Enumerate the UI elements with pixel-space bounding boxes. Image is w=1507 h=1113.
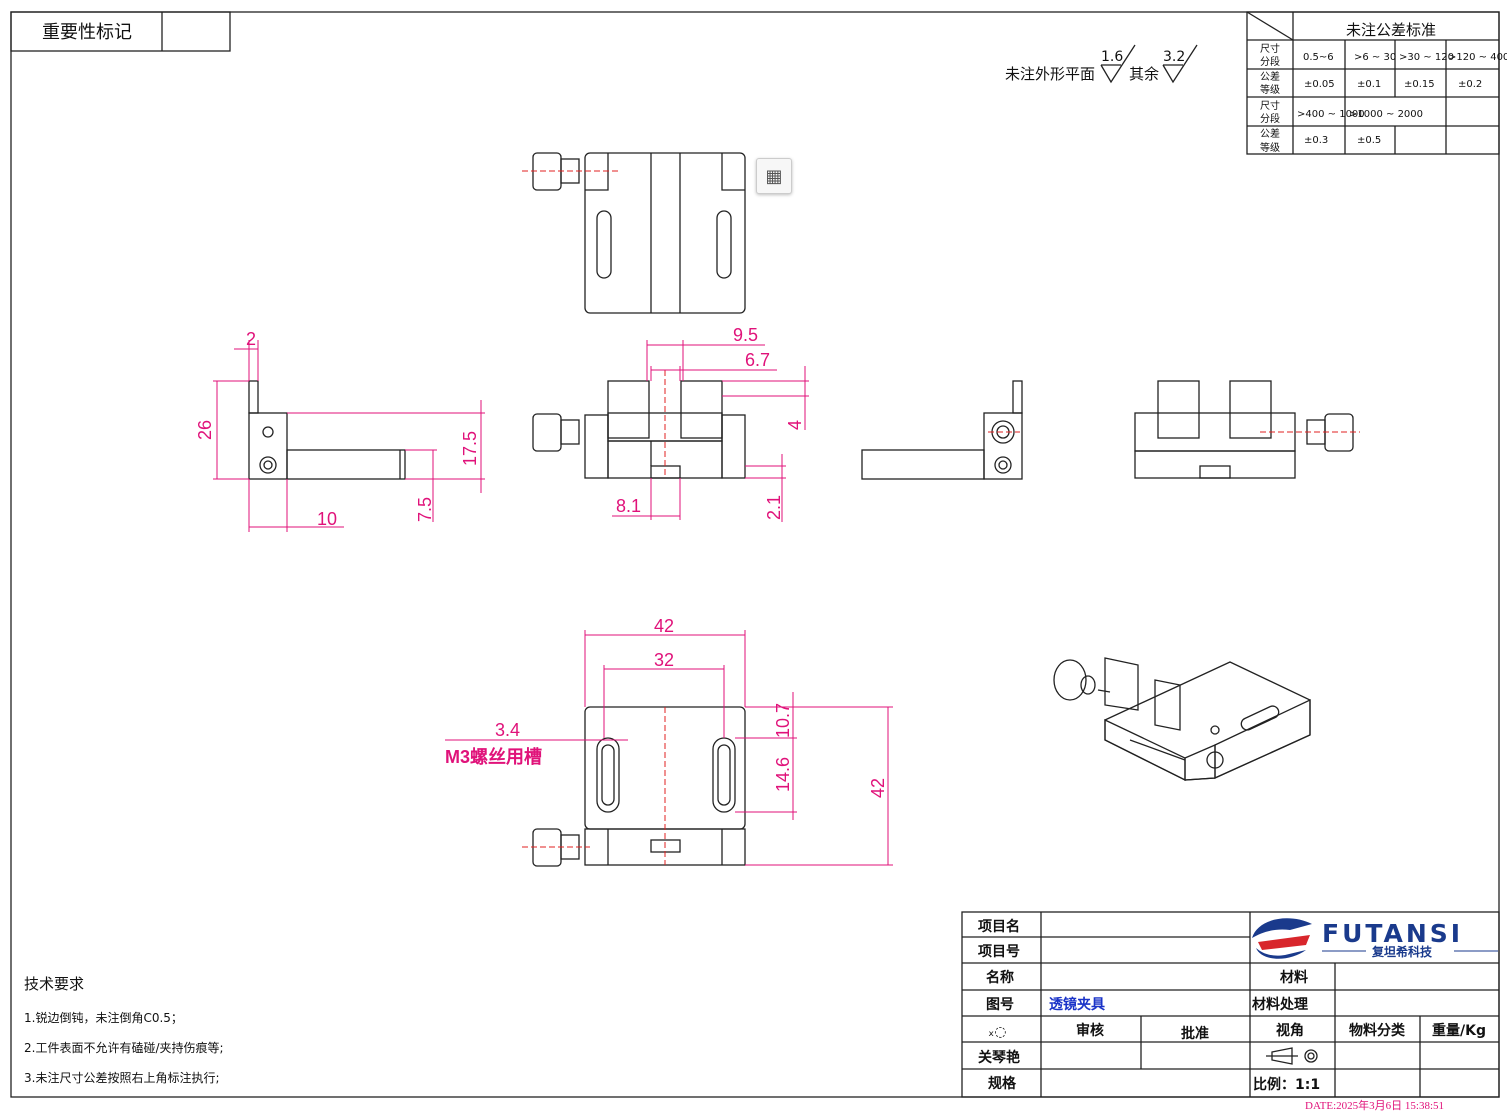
table-cell: >1000 ~ 2000	[1349, 109, 1423, 120]
row-label: 等级	[1260, 141, 1280, 154]
dim-32: 32	[654, 650, 674, 670]
title-block: 项目名 项目号 名称 图号 透镜夹具 ₓ◌ 审核 批准 关琴艳 规格 材料 材料…	[961, 911, 1500, 1098]
treatment-label: 材料处理	[1252, 996, 1308, 1013]
drawing-no-label: 图号	[986, 997, 1014, 1013]
plan-view: 42 32 3.4 M3螺丝用槽 10.7 14.6 42	[445, 616, 893, 867]
edit-icon: ₓ◌	[988, 1024, 1006, 1040]
surface-note-prefix: 未注外形平面	[1005, 65, 1095, 83]
table-cell: ±0.3	[1304, 135, 1328, 146]
table-cell: ±0.5	[1357, 135, 1381, 146]
table-cell: ±0.1	[1357, 79, 1381, 90]
category-label: 物料分类	[1349, 1022, 1406, 1039]
dim-17-5: 17.5	[460, 431, 480, 466]
dim-10-7: 10.7	[773, 703, 793, 738]
dim-7-5: 7.5	[415, 497, 435, 522]
grid-table-icon[interactable]: ▦	[756, 158, 792, 194]
weight-label: 重量/Kg	[1432, 1022, 1486, 1039]
approve-label: 批准	[1181, 1025, 1209, 1042]
row-label: 尺寸	[1260, 99, 1280, 112]
scale-label: 比例：1:1	[1253, 1076, 1320, 1093]
dim-4: 4	[785, 420, 805, 430]
front-view: 9.5 6.7 4 2.1 8.1	[532, 325, 809, 522]
name-label: 名称	[986, 969, 1014, 986]
table-cell: ±0.15	[1404, 79, 1435, 90]
tech-req-item: 1.锐边倒钝，未注倒角C0.5；	[24, 1010, 183, 1025]
material-label: 材料	[1280, 969, 1308, 986]
table-cell: >120 ~ 400	[1448, 52, 1507, 63]
table-cell: >400 ~ 1000	[1297, 109, 1365, 120]
tolerance-table-title: 未注公差标准	[1346, 21, 1436, 39]
roughness-value-1: 1.6	[1101, 49, 1123, 65]
project-no-label: 项目号	[978, 944, 1020, 960]
table-cell: ±0.05	[1304, 79, 1335, 90]
isometric-view	[1053, 657, 1311, 782]
table-cell: >6 ~ 30	[1354, 52, 1396, 63]
surface-note-other: 其余	[1129, 65, 1159, 83]
left-side-view: 2 26 10 17.5 7.5	[195, 329, 485, 532]
dim-2: 2	[246, 329, 256, 349]
right-side-view	[861, 380, 1023, 480]
dim-6-7: 6.7	[745, 350, 770, 370]
row-label: 公差	[1260, 70, 1280, 83]
dim-26: 26	[195, 420, 215, 440]
dim-42-depth: 42	[868, 778, 888, 798]
roughness-value-2: 3.2	[1163, 49, 1185, 65]
tolerance-table: 未注公差标准 尺寸 分段 公差 等级 尺寸 分段 公差 等级 0.5~6 >6 …	[1246, 11, 1507, 155]
designer-label: 关琴艳	[978, 1049, 1020, 1066]
table-cell: >30 ~ 120	[1399, 52, 1454, 63]
brand-cn: 复坦希科技	[1371, 944, 1433, 959]
spec-label: 规格	[988, 1075, 1017, 1092]
drawing-no-value: 透镜夹具	[1049, 996, 1105, 1013]
tech-requirements: 技术要求 1.锐边倒钝，未注倒角C0.5； 2.工件表面不允许有磕碰/夹持伤痕等…	[24, 975, 224, 1085]
row-label: 等级	[1260, 83, 1280, 96]
dim-3-4: 3.4	[495, 720, 520, 740]
row-label: 尺寸	[1260, 42, 1280, 55]
surface-roughness-note: 未注外形平面 1.6 其余 3.2	[1005, 44, 1198, 84]
review-label: 审核	[1076, 1022, 1104, 1039]
dim-8-1: 8.1	[616, 496, 641, 516]
tech-req-title: 技术要求	[24, 975, 84, 993]
row-label: 分段	[1260, 55, 1280, 68]
view-label: 视角	[1276, 1022, 1304, 1039]
importance-mark-box: 重要性标记	[10, 11, 231, 52]
row-label: 公差	[1260, 127, 1280, 140]
tech-req-item: 2.工件表面不允许有磕碰/夹持伤痕等;	[24, 1040, 224, 1055]
dim-2-1: 2.1	[764, 495, 784, 520]
slot-note: M3螺丝用槽	[445, 746, 542, 767]
brand-name: FUTANSI	[1322, 919, 1463, 948]
project-name-label: 项目名	[978, 918, 1020, 935]
sheet-border	[10, 11, 1500, 1098]
row-label: 分段	[1260, 112, 1280, 125]
projection-symbol-icon	[1266, 1047, 1318, 1065]
table-cell: ±0.2	[1458, 79, 1482, 90]
date-stamp: DATE:2025年3月6日 15:38:51	[1305, 1098, 1444, 1112]
dim-9-5: 9.5	[733, 325, 758, 345]
dim-14-6: 14.6	[773, 757, 793, 792]
table-cell: 0.5~6	[1303, 52, 1334, 63]
futansi-logo: FUTANSI 复坦希科技	[1252, 918, 1498, 959]
top-view	[522, 152, 746, 314]
dim-10: 10	[317, 509, 337, 529]
dim-42-width: 42	[654, 616, 674, 636]
back-view	[1134, 380, 1360, 479]
tech-req-item: 3.未注尺寸公差按照右上角标注执行;	[24, 1070, 220, 1085]
importance-mark-label: 重要性标记	[42, 22, 132, 43]
